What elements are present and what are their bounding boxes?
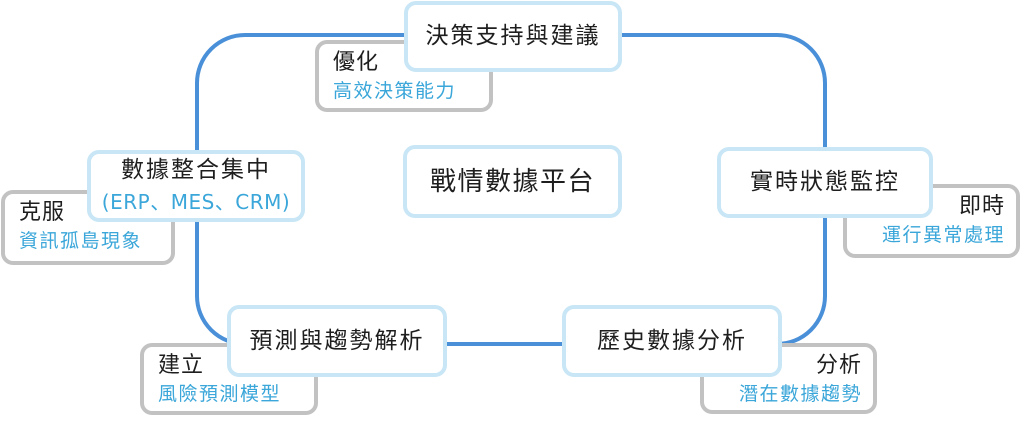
node-title: 歷史數據分析 [597,327,747,354]
note-label: 即時 [958,194,1005,219]
note-label: 克服 [19,200,66,225]
node-title: 實時狀態監控 [750,169,900,195]
node-title: 預測與趨勢解析 [249,327,425,354]
platform-center-node: 戰情數據平台 [403,145,622,218]
note-detail: 資訊孤島現象 [19,230,143,252]
platform-title: 戰情數據平台 [429,166,595,197]
note-detail: 高效決策能力 [333,80,457,102]
node-subtitle: (ERP、MES、CRM) [101,189,291,214]
note-label: 優化 [333,50,380,75]
node-title: 數據整合集中 [121,156,271,183]
node-realtime-monitoring: 實時狀態監控 [717,147,933,218]
note-detail: 風險預測模型 [158,383,282,405]
node-decision-support: 決策支持與建議 [404,1,622,72]
note-label: 建立 [158,353,205,378]
note-detail: 運行異常處理 [881,224,1005,246]
node-data-integration: 數據整合集中 (ERP、MES、CRM) [87,150,305,222]
node-historical-analysis: 歷史數據分析 [562,305,782,377]
node-title: 決策支持與建議 [425,23,601,49]
note-detail: 潛在數據趨勢 [738,383,862,405]
note-label: 分析 [815,353,862,378]
node-forecast-trend: 預測與趨勢解析 [227,305,447,377]
